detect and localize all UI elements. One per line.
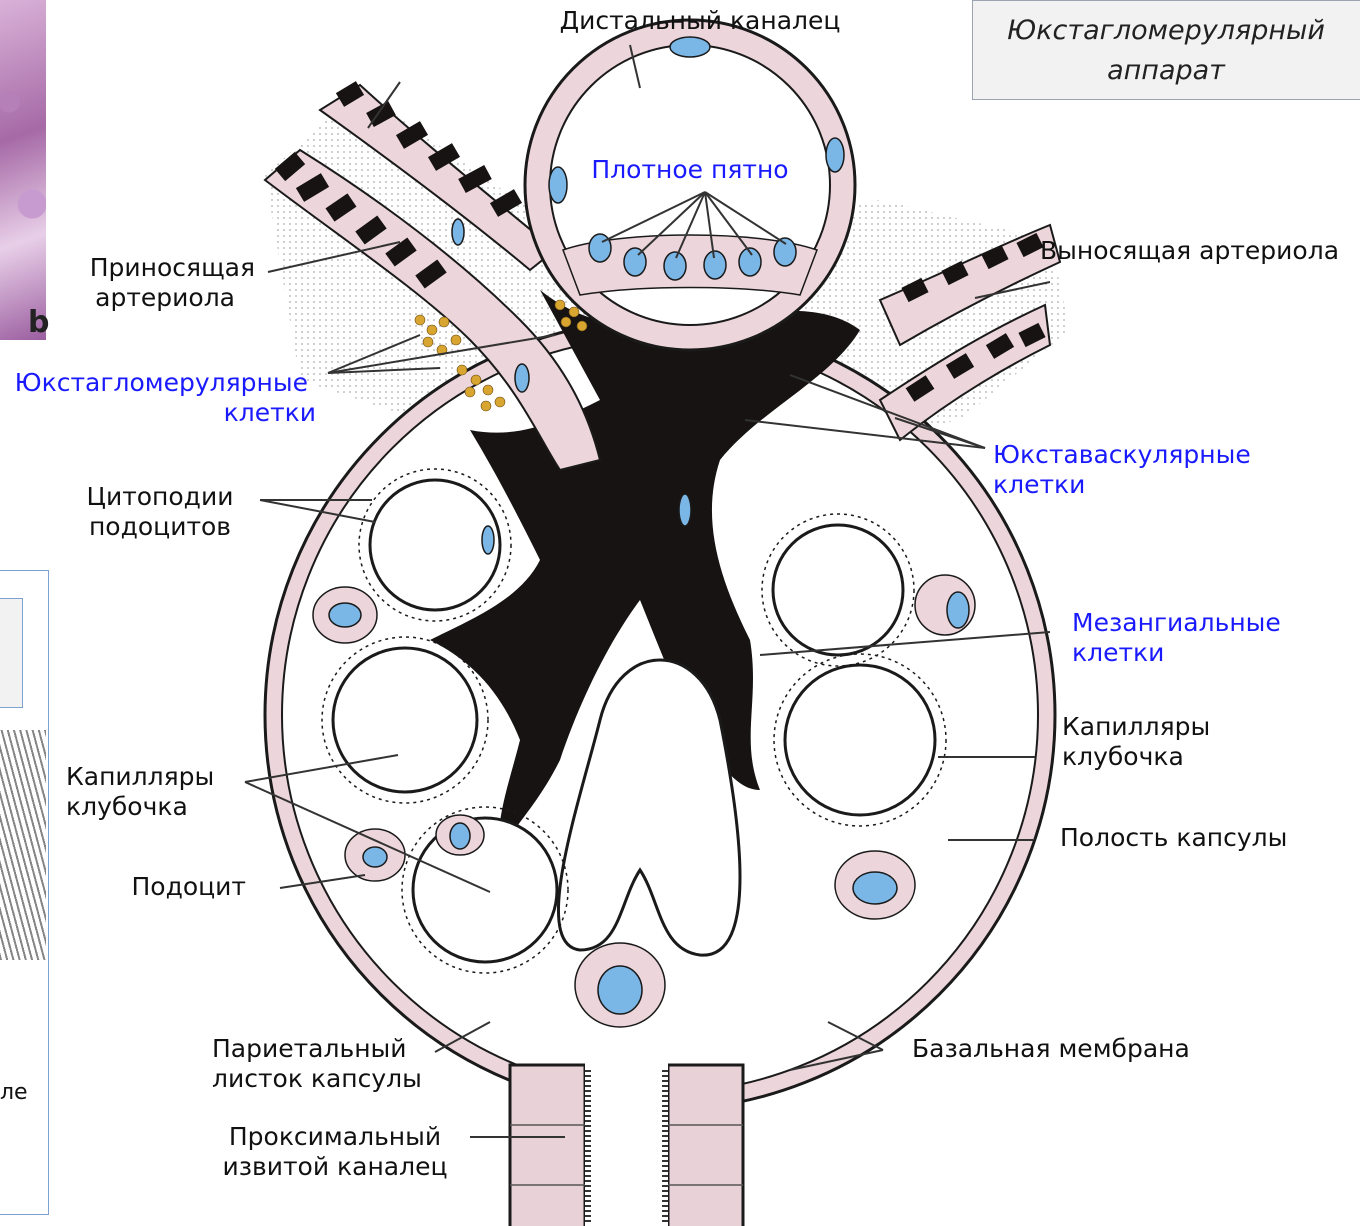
label-proximal-tubule-2: извитой каналец <box>205 1152 465 1182</box>
label-distal-tubule: Дистальный каналец <box>540 6 860 36</box>
label-capillaries-right-1: Капилляры <box>1062 712 1210 742</box>
label-cytopodia-2: подоцитов <box>55 512 265 542</box>
label-capillaries-right-2: клубочка <box>1062 742 1184 772</box>
label-efferent-arteriole: Выносящая артериола <box>1040 236 1339 266</box>
proximal-tubule-right-wall <box>668 1065 743 1226</box>
proximal-tubule-left-wall <box>510 1065 585 1226</box>
label-parietal-layer-2: листок капсулы <box>212 1064 422 1094</box>
label-parietal-layer-1: Париетальный <box>212 1034 407 1064</box>
label-afferent-arteriole-2: артериола <box>60 283 235 313</box>
label-mesangial-cells-1: Мезангиальные <box>1072 608 1281 638</box>
label-mesangial-cells-2: клетки <box>1072 638 1164 668</box>
label-podocyte: Подоцит <box>80 872 246 902</box>
label-cytopodia-1: Цитоподии <box>55 482 265 512</box>
label-capillaries-left-2: клубочка <box>66 792 188 822</box>
label-capillaries-left-1: Капилляры <box>66 762 214 792</box>
label-afferent-arteriole-1: Приносящая <box>60 253 255 283</box>
proximal-tubule-lumen <box>585 1055 668 1226</box>
label-macula-densa: Плотное пятно <box>575 155 805 185</box>
label-juxtavascular-cells-2: клетки <box>993 470 1085 500</box>
label-jg-cells-2: клетки <box>0 398 316 428</box>
label-jg-cells-1: Юкстагломерулярные <box>0 368 308 398</box>
label-juxtavascular-cells-1: Юкставаскулярные <box>993 440 1251 470</box>
label-basal-membrane: Базальная мембрана <box>912 1034 1190 1064</box>
label-capsule-cavity: Полость капсулы <box>1060 823 1287 853</box>
label-proximal-tubule-1: Проксимальный <box>205 1122 465 1152</box>
